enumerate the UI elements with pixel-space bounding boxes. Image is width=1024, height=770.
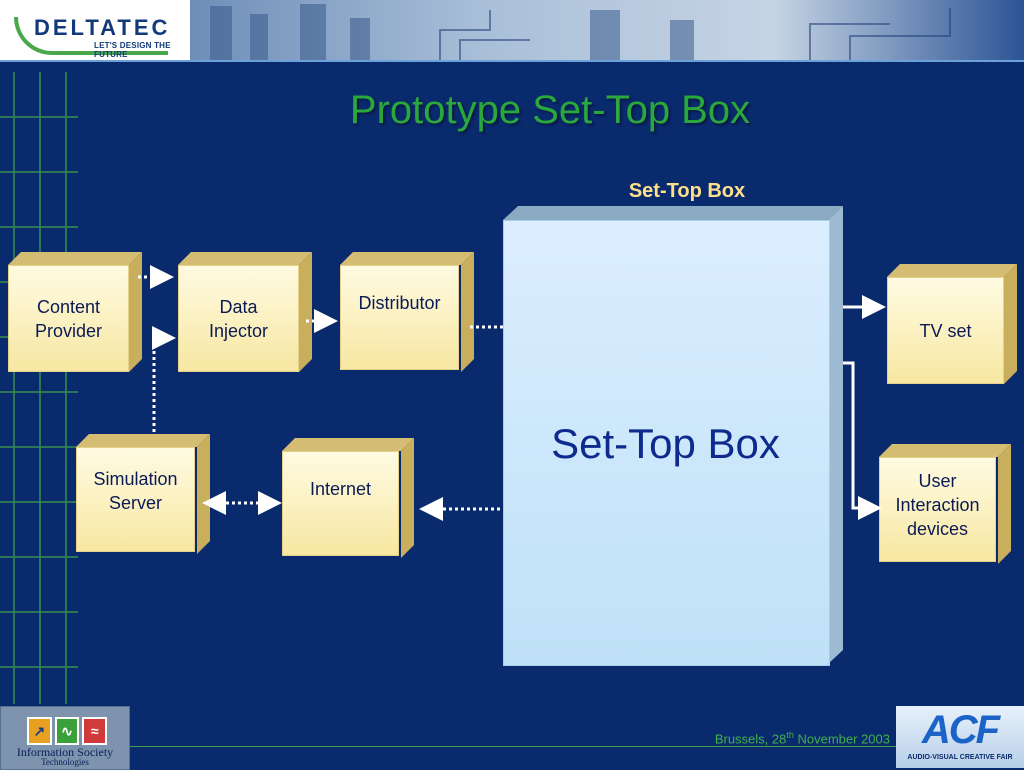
connector-stb-user [843,361,882,520]
internet-label: Internet [282,451,399,556]
connector-server-injector [152,326,176,432]
user-interaction-label: User Interaction devices [879,457,996,562]
acf-logo-text: ACF [921,708,1000,752]
approx-icon: ≈ [82,717,108,745]
acf-logo-sub: AUDIO-VISUAL CREATIVE FAIR [907,754,1013,761]
stb-center-label: Set-Top Box [551,420,780,467]
slide-title: Prototype Set-Top Box [349,88,751,132]
header-banner: DELTATEC LET'S DESIGN THE FUTURE [0,0,1024,60]
footer-divider [130,746,896,747]
arrow-icon: ↗ [27,717,52,745]
stb-top-label: Set-Top Box [628,180,746,202]
user-interaction-box: User Interaction devices [879,444,1011,564]
wave-icon: ∿ [54,717,80,745]
header-photo-strip [190,0,1024,60]
left-logo-sub: Technologies [41,757,89,767]
content-provider-label: Content Provider [8,265,129,372]
set-top-box [503,206,843,666]
deltatec-logo: DELTATEC LET'S DESIGN THE FUTURE [10,4,180,59]
internet-box: Internet [282,438,414,558]
decorative-grid [0,72,78,704]
distributor-label: Distributor [340,265,459,370]
information-society-logo: ↗ ∿ ≈ Information Society Technologies [0,706,130,770]
tv-set-label: TV set [887,277,1004,384]
logo-tagline: LET'S DESIGN THE FUTURE [94,41,171,59]
left-logo-title: Information Society [16,745,114,759]
header-divider [0,60,1024,62]
simulation-server-label: Simulation Server [76,447,195,552]
logo-text: DELTATEC [34,15,171,40]
acf-logo: ACF AUDIO-VISUAL CREATIVE FAIR [896,706,1024,768]
data-injector-label: Data Injector [178,265,299,372]
content-provider-box: Content Provider [8,252,142,372]
simulation-server-box: Simulation Server [76,434,210,554]
data-injector-box: Data Injector [178,252,312,372]
tv-set-box: TV set [887,264,1017,384]
distributor-box: Distributor [340,252,474,372]
footer-date: Brussels, 28th November 2003 [714,730,890,747]
